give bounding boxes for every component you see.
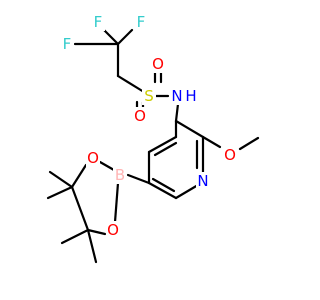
atom-label-background	[151, 55, 165, 73]
atom-label-background	[106, 221, 120, 239]
bond-c6-c5-b	[151, 177, 176, 193]
atom-background-layer	[60, 13, 237, 239]
atom-s-label: S	[144, 87, 154, 105]
bond-b-oring2	[113, 181, 120, 224]
bond-cf3-c-f1	[102, 28, 120, 46]
bond-c4-c3-b	[153, 141, 178, 157]
atom-label-layer: F F F S O O N H O N B O O	[63, 13, 236, 239]
atom-o-methoxy-label: O	[224, 146, 236, 164]
bond-oring2-cq2	[86, 228, 107, 236]
atom-h-amide-label: H	[185, 87, 196, 105]
bond-c4-c3-a	[147, 135, 178, 154]
atom-label-background	[134, 13, 148, 31]
bond-cq1-cq2	[70, 185, 90, 232]
atom-o-ring-top-label: O	[87, 149, 99, 167]
atom-n-amide-label: N	[171, 87, 182, 105]
atom-f1-label: F	[94, 13, 103, 31]
bond-layer	[46, 28, 260, 264]
atom-label-background	[133, 107, 147, 125]
bond-cq2-me4	[86, 228, 98, 264]
atom-label-background	[184, 87, 198, 105]
atom-n-pyridine-label: N	[197, 172, 208, 190]
atom-label-background	[223, 146, 237, 164]
bond-c3-c2	[174, 119, 205, 139]
bond-c5-b	[126, 173, 151, 185]
bond-n1-c6	[174, 183, 200, 200]
atom-o-sulfonyl-bottom-label: O	[134, 107, 146, 125]
atom-label-background	[142, 87, 156, 105]
bond-b-oring1	[98, 160, 116, 172]
atom-f2-label: F	[137, 13, 146, 31]
atom-o-sulfonyl-top-label: O	[152, 55, 164, 73]
atom-b-label: B	[115, 166, 125, 184]
bond-c6-c5-a	[147, 181, 178, 200]
bond-ch2-s	[116, 74, 146, 94]
atom-label-background	[86, 149, 100, 167]
atom-label-background	[91, 13, 105, 31]
bond-n-c3	[174, 102, 180, 123]
bond-cq1-me2	[46, 185, 74, 200]
bond-omethoxy-ch3	[238, 136, 260, 151]
bond-c2-omethoxy	[201, 135, 222, 149]
bond-cq1-me1	[48, 170, 74, 189]
atom-o-ring-bottom-label: O	[107, 221, 119, 239]
atom-label-background	[196, 172, 210, 190]
molecule-structure-diagram: F F F S O O N H O N B O O	[46, 13, 260, 264]
atom-label-background	[113, 166, 127, 184]
atom-f3-label: F	[63, 35, 72, 53]
bond-cf3-c-f2	[116, 28, 134, 46]
bond-cq2-me3	[60, 228, 90, 245]
atom-label-background	[60, 35, 74, 53]
atom-label-background	[170, 87, 184, 105]
bond-oring1-cq1	[70, 163, 88, 189]
